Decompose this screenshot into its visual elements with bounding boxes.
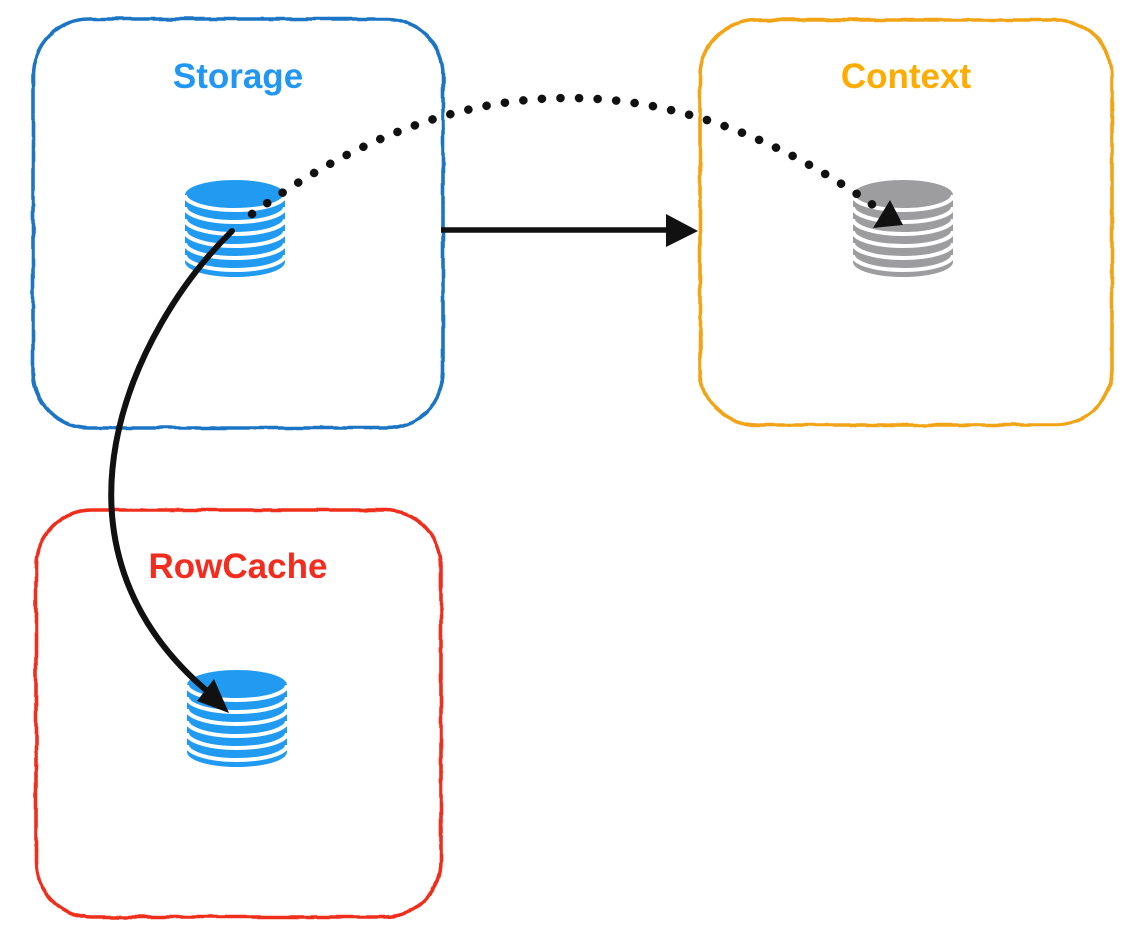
arrow-storage-db-to-context-db-head-icon <box>873 200 903 228</box>
context-database-icon <box>851 178 955 279</box>
storage-label: Storage <box>173 57 303 96</box>
arrows-layer <box>108 93 903 713</box>
arrow-storage-db-to-context-db <box>247 93 885 219</box>
arrow-storage-to-context-head-icon <box>666 214 698 247</box>
context-box <box>698 18 1114 427</box>
rowcache-label: RowCache <box>149 547 328 586</box>
boxes-layer <box>31 17 1114 919</box>
context-label: Context <box>841 57 972 96</box>
arrow-storage-db-to-rowcache-db <box>108 228 235 699</box>
storage-box <box>31 17 445 430</box>
rowcache-box <box>34 508 443 919</box>
arrow-storage-db-to-rowcache-db-head-icon <box>197 679 229 713</box>
